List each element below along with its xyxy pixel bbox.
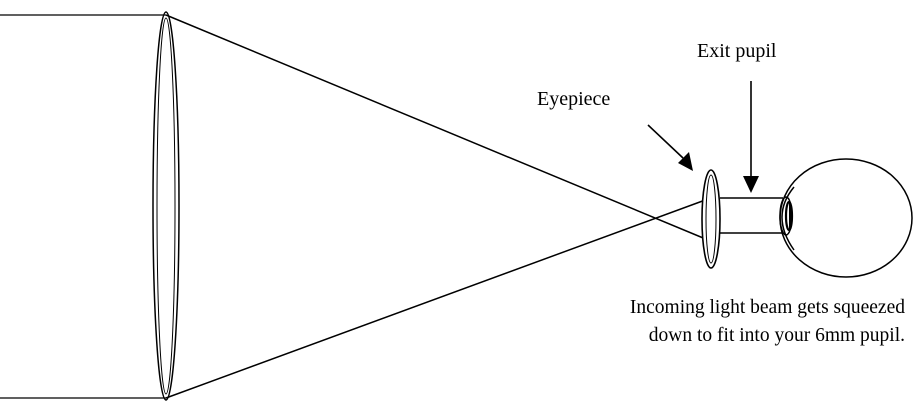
- diagram-caption: Incoming light beam gets squeezed down t…: [630, 294, 905, 350]
- eyepiece-arrowhead: [678, 152, 693, 171]
- eyepiece-lens: [701, 169, 721, 269]
- exit-pupil-arrow: [743, 81, 759, 193]
- light-ray-upper: [165, 14, 709, 241]
- eyepiece-label: Eyepiece: [537, 88, 611, 110]
- eye: [779, 158, 913, 278]
- objective-lens-inner: [156, 17, 176, 395]
- caption-line-2: down to fit into your 6mm pupil.: [648, 325, 905, 346]
- exit-pupil-label: Exit pupil: [697, 40, 777, 62]
- light-beam: [165, 14, 709, 399]
- pupil-inner: [784, 200, 794, 232]
- telescope-tube: [0, 14, 166, 399]
- eyepiece-lens-inner: [705, 174, 717, 264]
- exit-pupil-beam: [720, 197, 783, 234]
- cornea: [781, 186, 795, 251]
- objective-lens-outer: [152, 11, 180, 401]
- light-ray-lower: [165, 198, 709, 399]
- eyeball: [779, 158, 913, 278]
- eyepiece-arrow: [647, 124, 693, 171]
- objective-lens: [152, 11, 180, 401]
- eyepiece-arrow-shaft: [647, 124, 684, 159]
- caption-line-1: Incoming light beam gets squeezed: [629, 297, 905, 318]
- exit-pupil-arrowhead: [743, 176, 759, 193]
- pupil: [779, 196, 794, 236]
